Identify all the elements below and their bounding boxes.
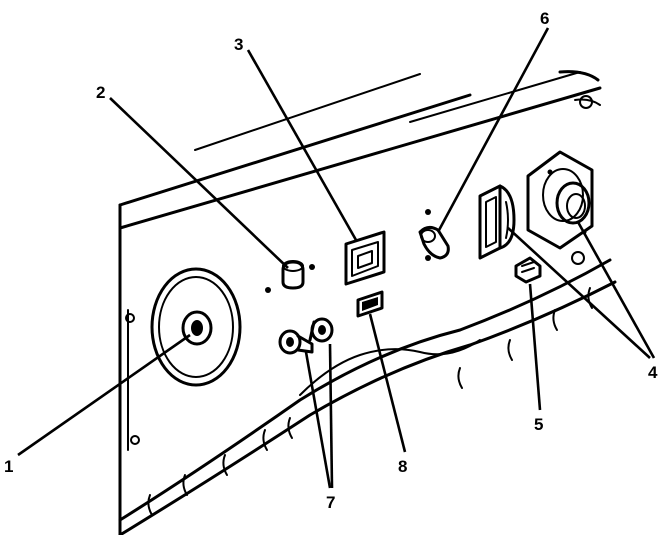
leader-4b [576, 221, 656, 359]
leader-6 [436, 27, 550, 233]
circuit-breaker [478, 184, 516, 260]
leader-8 [368, 313, 407, 453]
leader-1 [17, 333, 191, 457]
square-meter [344, 230, 386, 286]
leader-7a [304, 351, 332, 489]
leader-lines [17, 27, 656, 489]
leader-4a [507, 227, 651, 359]
rectangular-indicator [356, 290, 384, 318]
leader-3 [246, 49, 358, 241]
leader-2 [109, 97, 289, 269]
round-gauge [150, 267, 242, 387]
leader-7b [328, 343, 334, 489]
toggle-switch [418, 209, 450, 261]
indicator-lamp [265, 260, 315, 293]
receptacle-connector [526, 150, 594, 250]
callout-8: 8 [398, 457, 407, 476]
callout-5: 5 [534, 415, 543, 434]
callout-1: 1 [4, 457, 13, 476]
callout-7: 7 [326, 493, 335, 512]
callout-3: 3 [234, 35, 243, 54]
callout-6: 6 [540, 9, 549, 28]
callout-4: 4 [648, 363, 658, 382]
binding-posts [278, 317, 334, 355]
latch-lever [514, 256, 542, 284]
callout-2: 2 [96, 83, 105, 102]
callout-labels: 1 2 3 4 5 6 7 8 [4, 9, 658, 512]
leader-5 [528, 283, 542, 411]
